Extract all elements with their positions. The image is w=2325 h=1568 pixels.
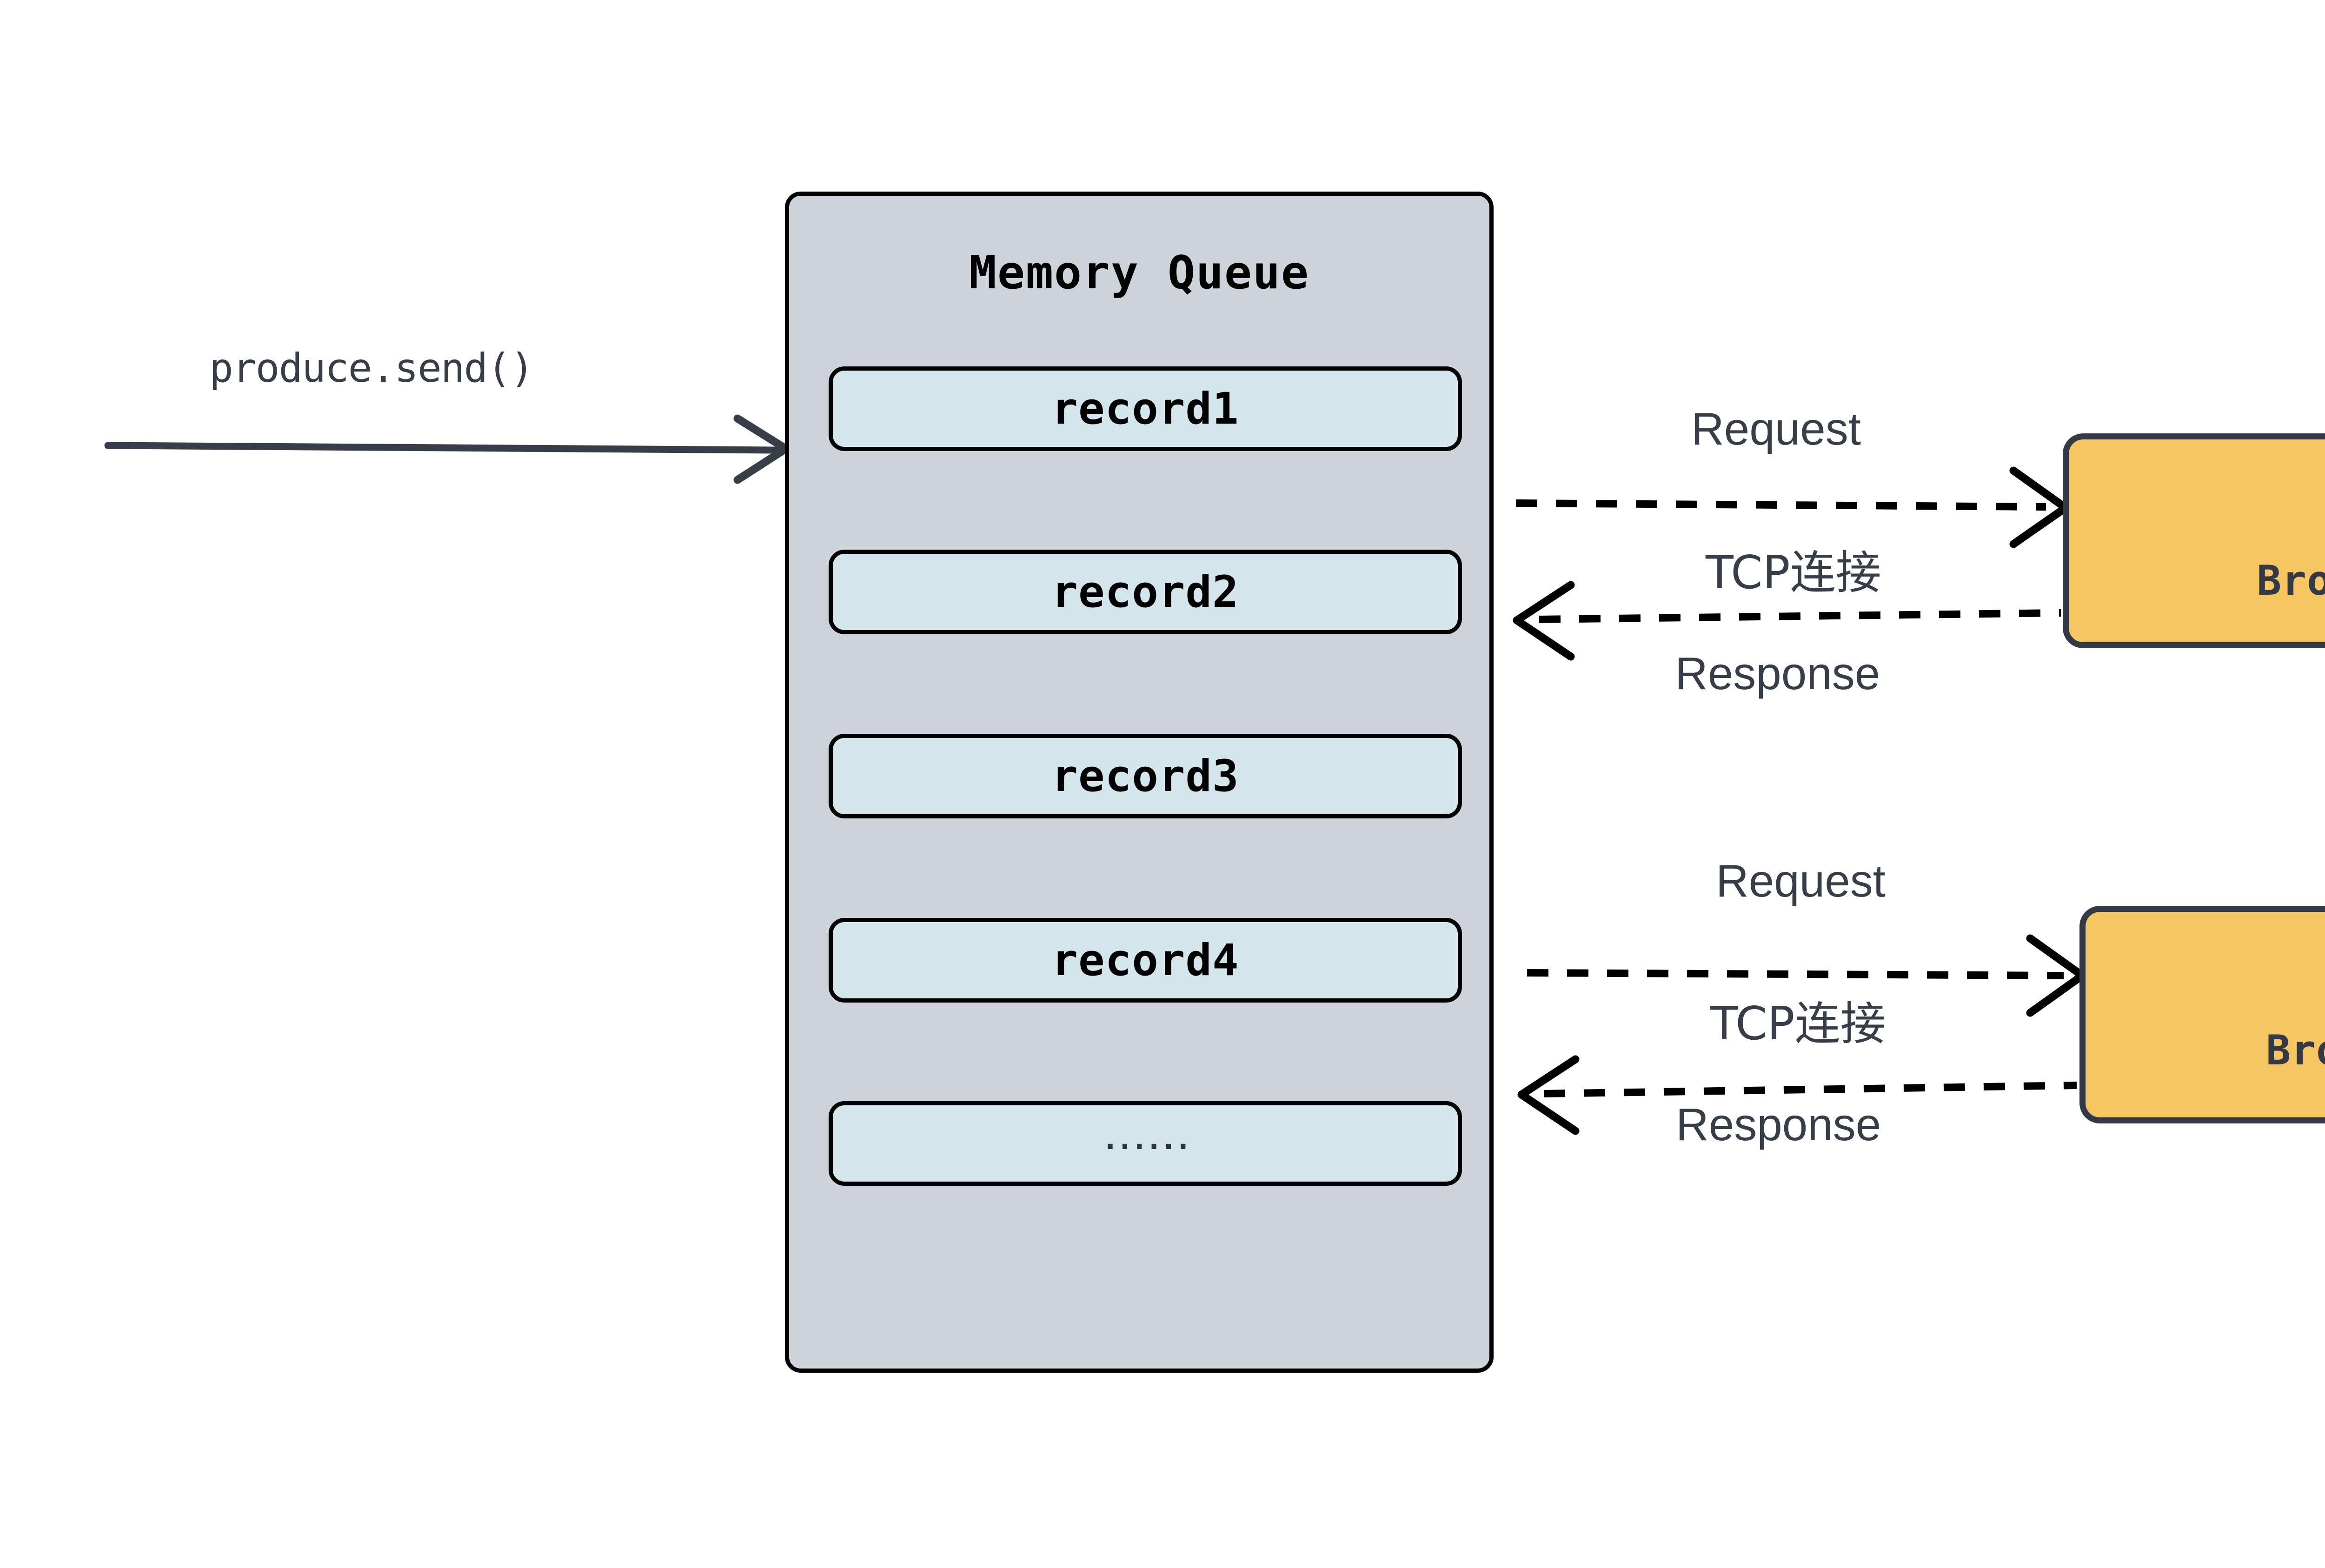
broker2-tcp-label: TCP连接 (1710, 997, 1886, 1050)
broker1-request-label: Request (1691, 403, 1861, 454)
broker-node-1[interactable]: Broker1 (2063, 433, 2325, 648)
record-card[interactable]: record4 (829, 918, 1462, 1003)
record-card[interactable]: record3 (829, 734, 1462, 818)
broker1-response-label: Response (1675, 648, 1880, 699)
broker1-tcp-label: TCP连接 (1706, 546, 1881, 599)
broker2-response-label: Response (1676, 1099, 1881, 1150)
record-label: record4 (1051, 935, 1239, 986)
record-label: record3 (1051, 751, 1239, 802)
record-ellipsis-label: ...... (1102, 1122, 1192, 1156)
producer-send-arrow (104, 414, 790, 484)
record-label: record1 (1051, 383, 1239, 434)
record-label: record2 (1051, 566, 1239, 618)
record-card-overflow[interactable]: ...... (829, 1101, 1462, 1186)
broker2-response-arrow (1517, 1055, 2077, 1135)
broker-label: Broker2 (2266, 1026, 2325, 1074)
broker2-request-label: Request (1716, 855, 1886, 906)
broker1-request-arrow (1515, 466, 2070, 548)
broker-label: Broker1 (2257, 557, 2325, 605)
broker-node-2[interactable]: Broker2 (2079, 906, 2325, 1123)
record-card[interactable]: record2 (829, 550, 1462, 634)
broker1-response-arrow (1513, 581, 2061, 661)
memory-queue-title: Memory Queue (969, 246, 1309, 299)
producer-send-label: produce.send() (209, 345, 534, 392)
record-card[interactable]: record1 (829, 366, 1462, 451)
